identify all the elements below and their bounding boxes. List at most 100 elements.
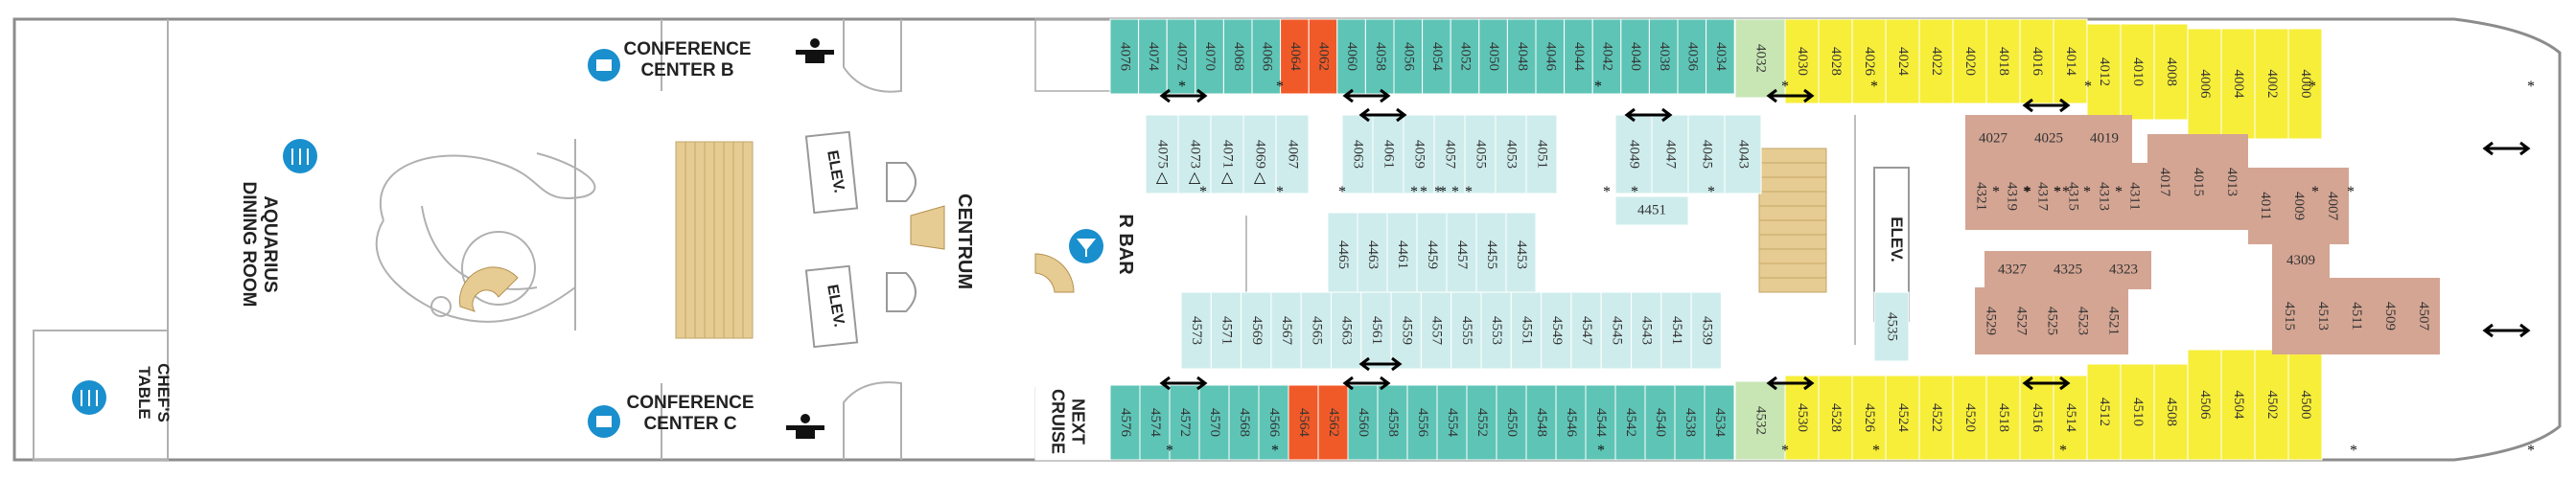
cabin-4553[interactable]: 4553 xyxy=(1480,291,1512,370)
cabin-4550[interactable]: 4550 xyxy=(1496,384,1527,461)
cabin-4072[interactable]: 4072 xyxy=(1166,18,1196,95)
cabin-4512[interactable]: 4512 xyxy=(2086,363,2122,461)
cabin-4527[interactable]: 4527 xyxy=(2006,287,2036,354)
cabin-4548[interactable]: 4548 xyxy=(1525,384,1557,461)
cabin-4552[interactable]: 4552 xyxy=(1466,384,1497,461)
cabin-4006[interactable]: 4006 xyxy=(2187,28,2222,140)
cabin-4066[interactable]: 4066 xyxy=(1251,18,1282,95)
cabin-4530[interactable]: 4530 xyxy=(1784,375,1820,461)
cabin-4014[interactable]: 4014 xyxy=(2053,18,2088,104)
cabin-4311[interactable]: 4311 xyxy=(2119,163,2149,230)
cabin-4070[interactable]: 4070 xyxy=(1195,18,1224,95)
cabin-4036[interactable]: 4036 xyxy=(1677,18,1707,95)
cabin-4073[interactable]: 4073 xyxy=(1177,114,1212,194)
cabin-4032[interactable]: 4032 xyxy=(1734,18,1786,99)
cabin-4525[interactable]: 4525 xyxy=(2036,287,2067,354)
cabin-4315[interactable]: 4315 xyxy=(2057,163,2088,230)
cabin-4529[interactable]: 4529 xyxy=(1975,287,2006,354)
cabin-4541[interactable]: 4541 xyxy=(1660,291,1692,370)
cabin-4571[interactable]: 4571 xyxy=(1210,291,1242,370)
cabin-4521[interactable]: 4521 xyxy=(2098,287,2128,354)
cabin-4507[interactable]: 4507 xyxy=(2406,278,2440,354)
cabin-4058[interactable]: 4058 xyxy=(1364,18,1395,95)
cabin-4063[interactable]: 4063 xyxy=(1341,114,1374,194)
cabin-4056[interactable]: 4056 xyxy=(1393,18,1424,95)
cabin-4565[interactable]: 4565 xyxy=(1300,291,1332,370)
cabin-4538[interactable]: 4538 xyxy=(1674,384,1706,461)
cabin-4518[interactable]: 4518 xyxy=(1985,375,2021,461)
cabin-4047[interactable]: 4047 xyxy=(1651,114,1689,194)
cabin-4551[interactable]: 4551 xyxy=(1510,291,1543,370)
cabin-4455[interactable]: 4455 xyxy=(1475,212,1507,298)
cabin-4067[interactable]: 4067 xyxy=(1275,114,1310,194)
cabin-4019[interactable]: 4019 xyxy=(2077,115,2132,163)
cabin-4325[interactable]: 4325 xyxy=(2040,251,2096,289)
cabin-4522[interactable]: 4522 xyxy=(1918,375,1954,461)
cabin-4514[interactable]: 4514 xyxy=(2053,375,2088,461)
cabin-4516[interactable]: 4516 xyxy=(2019,375,2054,461)
cabin-4549[interactable]: 4549 xyxy=(1541,291,1572,370)
cabin-4009[interactable]: 4009 xyxy=(2282,168,2315,244)
cabin-4563[interactable]: 4563 xyxy=(1331,291,1362,370)
cabin-4509[interactable]: 4509 xyxy=(2373,278,2406,354)
cabin-4544[interactable]: 4544 xyxy=(1585,384,1616,461)
cabin-4008[interactable]: 4008 xyxy=(2153,23,2189,121)
cabin-4062[interactable]: 4062 xyxy=(1308,18,1338,95)
cabin-4543[interactable]: 4543 xyxy=(1631,291,1662,370)
cabin-4327[interactable]: 4327 xyxy=(1984,251,2040,289)
cabin-4016[interactable]: 4016 xyxy=(2019,18,2054,104)
cabin-4054[interactable]: 4054 xyxy=(1422,18,1451,95)
cabin-4534[interactable]: 4534 xyxy=(1704,384,1735,461)
cabin-4515[interactable]: 4515 xyxy=(2272,278,2306,354)
cabin-4321[interactable]: 4321 xyxy=(1965,163,1996,230)
cabin-4524[interactable]: 4524 xyxy=(1885,375,1920,461)
cabin-4048[interactable]: 4048 xyxy=(1506,18,1537,95)
cabin-4317[interactable]: 4317 xyxy=(2027,163,2057,230)
cabin-4545[interactable]: 4545 xyxy=(1600,291,1632,370)
cabin-4526[interactable]: 4526 xyxy=(1851,375,1887,461)
cabin-4504[interactable]: 4504 xyxy=(2220,349,2256,461)
cabin-4049[interactable]: 4049 xyxy=(1614,114,1653,194)
cabin-4540[interactable]: 4540 xyxy=(1644,384,1676,461)
cabin-4059[interactable]: 4059 xyxy=(1403,114,1435,194)
cabin-4554[interactable]: 4554 xyxy=(1436,384,1468,461)
cabin-4568[interactable]: 4568 xyxy=(1228,384,1260,461)
cabin-4520[interactable]: 4520 xyxy=(1952,375,1987,461)
cabin-4068[interactable]: 4068 xyxy=(1222,18,1253,95)
cabin-4561[interactable]: 4561 xyxy=(1360,291,1392,370)
cabin-4050[interactable]: 4050 xyxy=(1478,18,1508,95)
cabin-4052[interactable]: 4052 xyxy=(1450,18,1480,95)
cabin-4562[interactable]: 4562 xyxy=(1317,384,1349,461)
cabin-4026[interactable]: 4026 xyxy=(1851,18,1887,104)
cabin-4557[interactable]: 4557 xyxy=(1420,291,1452,370)
cabin-4539[interactable]: 4539 xyxy=(1690,291,1722,370)
cabin-4559[interactable]: 4559 xyxy=(1390,291,1422,370)
cabin-4022[interactable]: 4022 xyxy=(1918,18,1954,104)
cabin-4013[interactable]: 4013 xyxy=(2215,134,2248,230)
cabin-4045[interactable]: 4045 xyxy=(1687,114,1726,194)
cabin-4506[interactable]: 4506 xyxy=(2187,349,2222,461)
cabin-4451[interactable]: 4451 xyxy=(1614,195,1689,226)
cabin-4042[interactable]: 4042 xyxy=(1591,18,1622,95)
cabin-4313[interactable]: 4313 xyxy=(2088,163,2119,230)
cabin-4576[interactable]: 4576 xyxy=(1109,384,1141,461)
cabin-4071[interactable]: 4071 xyxy=(1210,114,1244,194)
cabin-4028[interactable]: 4028 xyxy=(1818,18,1853,104)
cabin-4532[interactable]: 4532 xyxy=(1734,380,1786,461)
cabin-4511[interactable]: 4511 xyxy=(2339,278,2373,354)
cabin-4011[interactable]: 4011 xyxy=(2248,168,2282,244)
cabin-4012[interactable]: 4012 xyxy=(2086,23,2122,121)
cabin-4502[interactable]: 4502 xyxy=(2254,349,2289,461)
cabin-4558[interactable]: 4558 xyxy=(1377,384,1408,461)
cabin-4570[interactable]: 4570 xyxy=(1198,384,1230,461)
cabin-4523[interactable]: 4523 xyxy=(2067,287,2098,354)
cabin-4020[interactable]: 4020 xyxy=(1952,18,1987,104)
cabin-4051[interactable]: 4051 xyxy=(1525,114,1558,194)
cabin-4060[interactable]: 4060 xyxy=(1336,18,1366,95)
cabin-4555[interactable]: 4555 xyxy=(1450,291,1482,370)
cabin-4569[interactable]: 4569 xyxy=(1241,291,1272,370)
cabin-4000[interactable]: 4000 xyxy=(2287,28,2323,140)
cabin-4573[interactable]: 4573 xyxy=(1180,291,1212,370)
cabin-4053[interactable]: 4053 xyxy=(1495,114,1527,194)
cabin-4510[interactable]: 4510 xyxy=(2120,363,2155,461)
